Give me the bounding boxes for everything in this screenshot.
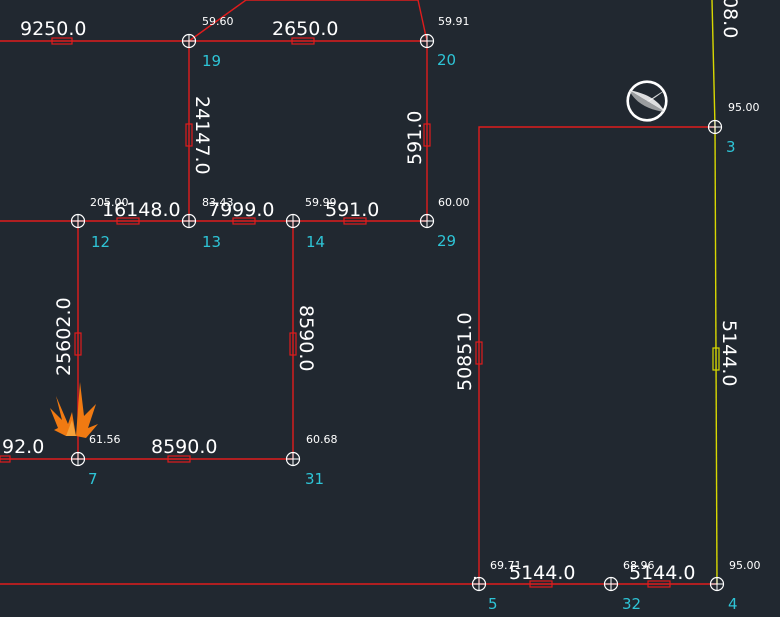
junction-node-icon[interactable]	[181, 33, 197, 49]
node-elevation: 59.99	[305, 196, 337, 209]
pipe-length-label: 24147.0	[191, 96, 213, 175]
node-elevation: 60.68	[306, 433, 338, 446]
node-id: 14	[306, 233, 325, 251]
valve-icon[interactable]	[0, 455, 11, 463]
junction-node-icon[interactable]	[709, 576, 725, 592]
pipe-length-label: 16148.0	[102, 199, 181, 221]
node-elevation: 60.00	[438, 196, 470, 209]
node-elevation: 68.96	[623, 559, 655, 572]
valve-icon[interactable]	[423, 123, 431, 147]
node-id: 12	[91, 233, 110, 251]
pipe-length-label: 08.0	[719, 0, 741, 38]
valve-icon[interactable]	[529, 580, 553, 588]
elevation-labels: 59.60 59.91 95.00 205.00 83.43 59.99 60.…	[89, 15, 761, 572]
pipe-length-label: 25602.0	[53, 297, 75, 376]
node-id: 19	[202, 52, 221, 70]
junction-node-icon[interactable]	[419, 213, 435, 229]
node-id: 32	[622, 595, 641, 613]
valve-icon[interactable]	[185, 123, 193, 147]
node-id: 4	[728, 595, 738, 613]
pipe-length-labels: 9250.0 2650.0 24147.0 591.0 16148.0 7999…	[2, 0, 741, 584]
node-elevation: 205.00	[90, 196, 129, 209]
junction-node-icon[interactable]	[419, 33, 435, 49]
valve-icon[interactable]	[74, 332, 82, 356]
pipe-length-label: 92.0	[2, 436, 44, 458]
pipe-length-label: 591.0	[404, 111, 426, 165]
node-id-labels: 19 20 3 12 13 14 29 7 31 5 32 4	[88, 51, 738, 613]
node-id: 5	[488, 595, 498, 613]
supply-pipe-top[interactable]	[711, 0, 716, 128]
valve-icon[interactable]	[647, 580, 671, 588]
pipe-length-label: 7999.0	[208, 199, 274, 221]
valve-icon[interactable]	[475, 341, 483, 365]
pipes	[0, 0, 718, 585]
node-id: 7	[88, 470, 98, 488]
junction-node-icon[interactable]	[70, 213, 86, 229]
node-elevation: 61.56	[89, 433, 121, 446]
valve-icon[interactable]	[291, 37, 315, 45]
valve-icon[interactable]	[712, 347, 720, 371]
junction-node-icon[interactable]	[70, 451, 86, 467]
node-elevation: 59.60	[202, 15, 234, 28]
node-id: 31	[305, 470, 324, 488]
node-elevation: 69.71	[490, 559, 522, 572]
valve-icon[interactable]	[232, 217, 256, 225]
pipe-length-label: 50851.0	[454, 312, 476, 391]
isolated-point	[473, 576, 477, 580]
pipe-length-label: 591.0	[325, 199, 379, 221]
pipe-length-label: 8590.0	[151, 436, 217, 458]
valve-icon[interactable]	[289, 332, 297, 356]
junction-nodes	[70, 33, 725, 592]
valve-markers	[0, 37, 720, 588]
pipe-length-label: 2650.0	[272, 18, 338, 40]
node-id: 3	[726, 138, 736, 156]
node-elevation: 95.00	[729, 559, 761, 572]
valve-icon[interactable]	[116, 217, 140, 225]
node-id: 13	[202, 233, 221, 251]
valve-icon[interactable]	[343, 217, 367, 225]
reservoir-icon[interactable]	[626, 80, 668, 122]
pipe-length-label: 8590.0	[295, 305, 317, 371]
junction-node-icon[interactable]	[181, 213, 197, 229]
pipe-length-label: 5144.0	[718, 320, 740, 386]
valve-icon[interactable]	[51, 37, 73, 45]
node-id: 20	[437, 51, 456, 69]
junction-node-icon[interactable]	[471, 576, 487, 592]
pipe-burst-icon[interactable]	[50, 382, 98, 438]
pipe-length-label: 9250.0	[20, 18, 86, 40]
pipe-length-label: 5144.0	[509, 562, 575, 584]
supply-pipe-3-4[interactable]	[714, 126, 718, 585]
pipe-length-label: 5144.0	[629, 562, 695, 584]
pipe-19-diagonal[interactable]	[188, 0, 247, 42]
node-elevation: 59.91	[438, 15, 470, 28]
pipe-3-5[interactable]	[478, 126, 715, 584]
valve-icon[interactable]	[167, 455, 191, 463]
node-id: 29	[437, 232, 456, 250]
junction-node-icon[interactable]	[285, 451, 301, 467]
node-elevation: 95.00	[728, 101, 760, 114]
junction-node-icon[interactable]	[603, 576, 619, 592]
junction-node-icon[interactable]	[707, 119, 723, 135]
junction-node-icon[interactable]	[285, 213, 301, 229]
node-elevation: 83.43	[202, 196, 234, 209]
